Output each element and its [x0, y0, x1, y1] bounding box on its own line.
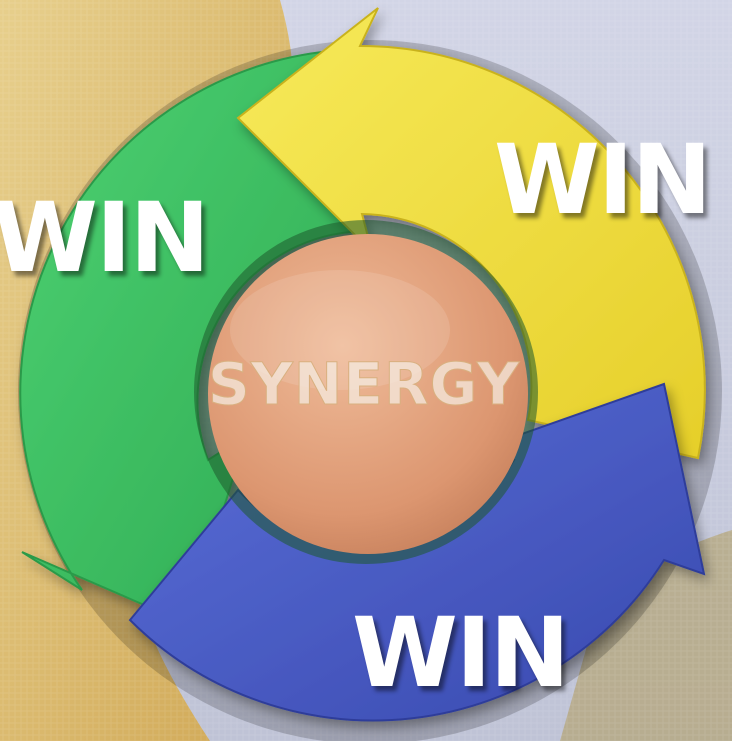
center-label: SYNERGY	[208, 350, 520, 418]
win-label-bottom: WIN	[352, 597, 570, 709]
center-circle	[208, 234, 528, 554]
center-highlight	[230, 270, 450, 390]
win-label-left: WIN	[0, 182, 210, 294]
win-label-right: WIN	[494, 124, 712, 236]
